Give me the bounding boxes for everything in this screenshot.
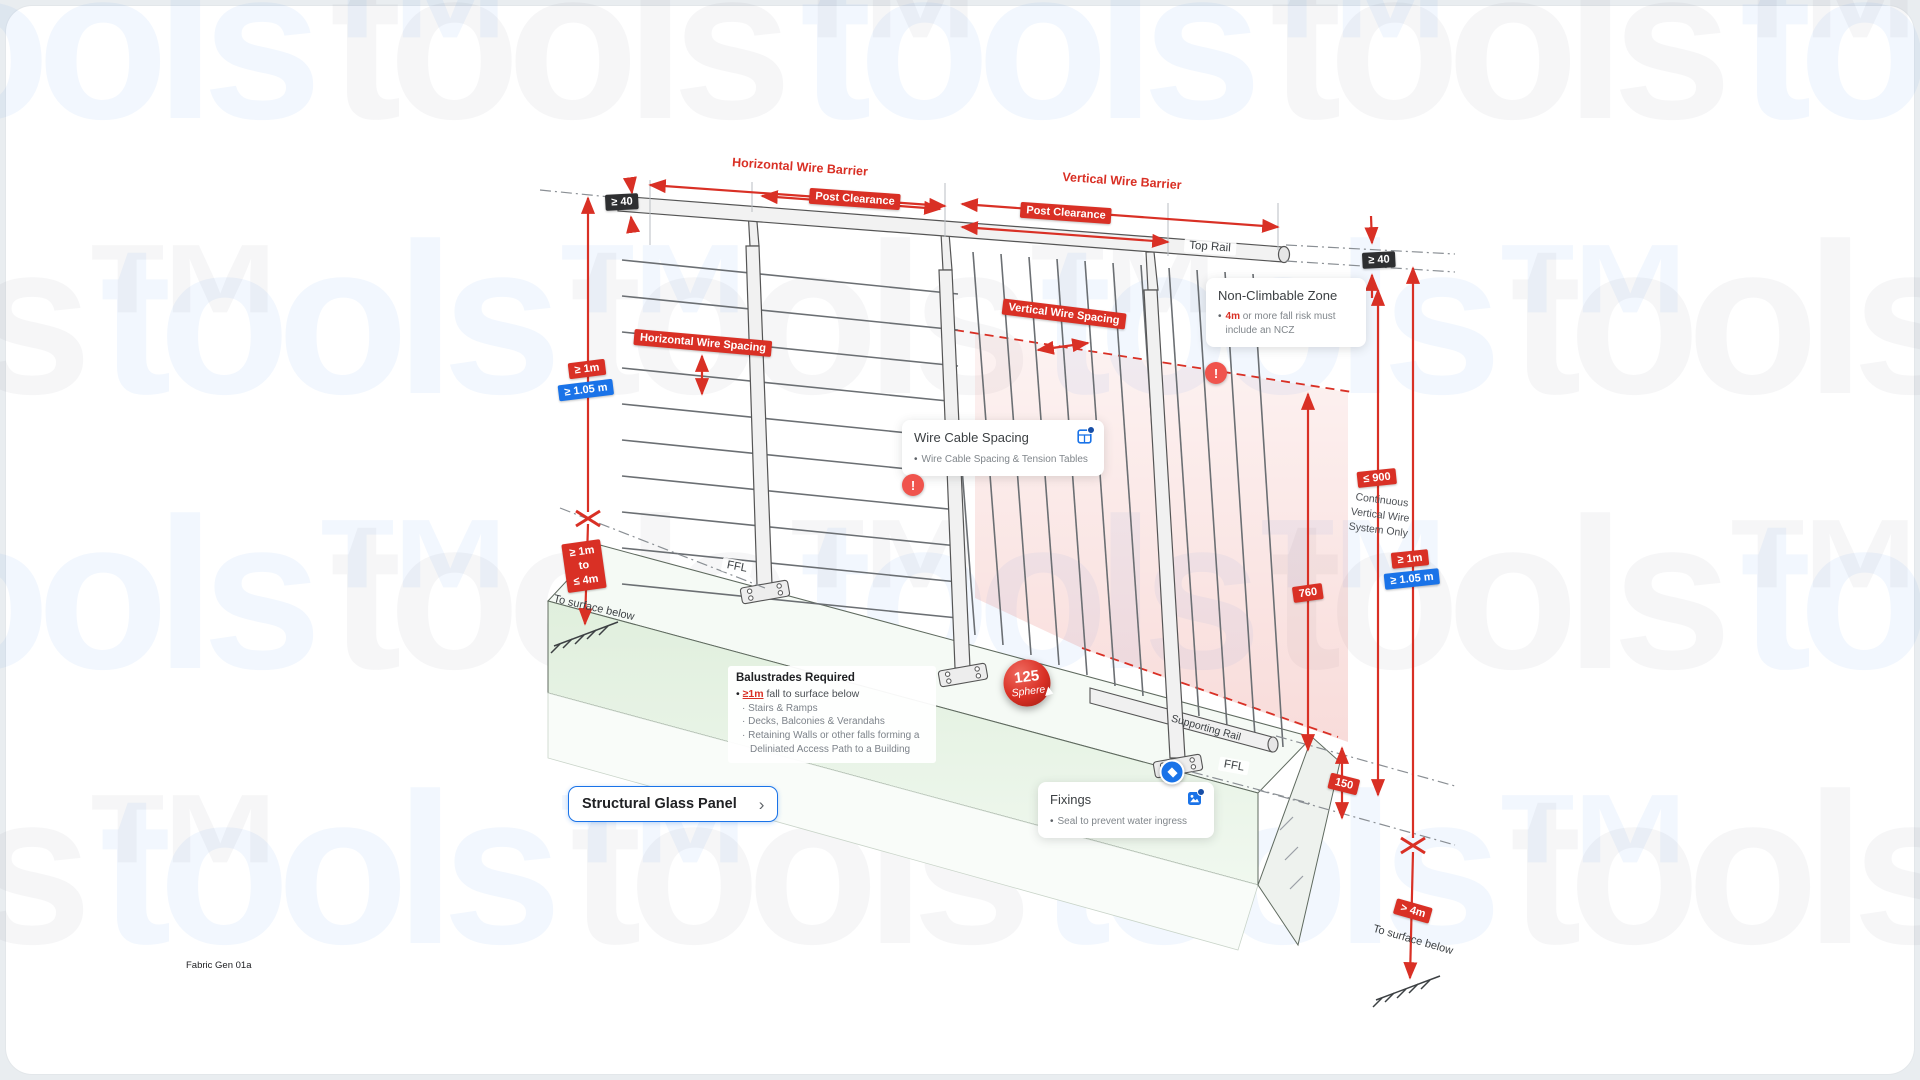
watermark-text: tools™ xyxy=(1510,748,1920,989)
end-face-marks xyxy=(1279,816,1304,890)
horizontal-wire-spacing-label: Horizontal Wire Spacing xyxy=(633,328,773,358)
ffl-right-label: FFL xyxy=(1217,756,1251,776)
ground-hatch-right xyxy=(1372,975,1441,1008)
post-clearance-right-label: Post Clearance xyxy=(1019,201,1113,225)
wire-cable-spacing-card[interactable]: Wire Cable Spacing Wire Cable Spacing & … xyxy=(902,420,1104,476)
watermark-text: tools™ xyxy=(1510,198,1920,439)
non-climbable-zone-card[interactable]: Non-Climbable Zone 4m or more fall risk … xyxy=(1206,278,1366,347)
min-1m-right-badge: ≥ 1m xyxy=(1390,549,1430,569)
cube-icon xyxy=(1166,766,1178,778)
min-1m-left-badge: ≥ 1m xyxy=(567,358,607,380)
max-900-badge: ≤ 900 xyxy=(1356,467,1398,489)
notification-dot xyxy=(1087,426,1095,434)
top-rail-label: Top Rail xyxy=(1183,238,1237,256)
diagram-reference-footnote: Fabric Gen 01a xyxy=(186,960,252,971)
min-40-right-badge: ≥ 40 xyxy=(1361,251,1397,269)
chevron-right-icon: › xyxy=(758,794,765,814)
ground-hatch-left xyxy=(550,621,619,654)
sphere-125-marker[interactable]: 125 Sphere xyxy=(1003,659,1055,707)
supporting-rail-label: Supporting Rail xyxy=(1169,712,1243,744)
wire-cable-spacing-bullet: Wire Cable Spacing & Tension Tables xyxy=(914,453,1092,467)
structural-glass-panel-label: Structural Glass Panel xyxy=(582,796,737,812)
min-1-05m-right-badge: ≥ 1.05 m xyxy=(1383,568,1441,590)
balustrades-bullet-rest: fall to surface below xyxy=(763,688,860,700)
balustrades-1m-highlight: ≥1m xyxy=(742,688,764,700)
sphere-text: 125 Sphere xyxy=(1009,667,1046,700)
notification-dot xyxy=(1197,788,1205,796)
watermark-text: tools™ xyxy=(1270,0,1920,164)
fixings-title: Fixings xyxy=(1050,792,1092,807)
warning-exclamation-marker-right[interactable]: ! xyxy=(1205,362,1227,384)
non-climbable-zone-bullet: 4m or more fall risk must include an NCZ xyxy=(1218,310,1354,338)
vertical-wire-spacing-label: Vertical Wire Spacing xyxy=(1001,298,1127,330)
fixings-bullet-text: Seal to prevent water ingress xyxy=(1057,816,1188,827)
exclamation-glyph: ! xyxy=(910,477,916,493)
min-1-05m-left-badge: ≥ 1.05 m xyxy=(557,378,615,402)
watermark-text: tools™ xyxy=(800,0,1464,164)
sphere-pointer xyxy=(1045,686,1055,699)
balustrades-sub-item: Stairs & Ramps xyxy=(736,702,928,716)
vertical-wire-barrier-label: Vertical Wire Barrier xyxy=(1061,169,1183,193)
balustrades-required-block: Balustrades Required ≥1m fall to surface… xyxy=(728,666,936,763)
balustrades-main-bullet: ≥1m fall to surface below xyxy=(736,687,928,702)
wire-cable-spacing-title: Wire Cable Spacing xyxy=(914,430,1029,445)
ffl-left-label: FFL xyxy=(720,557,754,577)
fixings-card[interactable]: Fixings Seal to prevent water ingress xyxy=(1038,782,1214,838)
non-climbable-zone-title: Non-Climbable Zone xyxy=(1218,288,1338,303)
fall-range-min: ≥ 1m xyxy=(568,544,596,560)
dimension-break-marks xyxy=(575,509,1426,855)
balustrades-sub-item: Decks, Balconies & Verandahs xyxy=(736,715,928,729)
warning-exclamation-marker-left[interactable]: ! xyxy=(902,474,924,496)
fixings-bullet: Seal to prevent water ingress xyxy=(1050,815,1202,829)
structural-glass-panel-button[interactable]: Structural Glass Panel › xyxy=(568,786,779,822)
horizontal-wire-barrier-label: Horizontal Wire Barrier xyxy=(731,155,869,179)
min-40-left-badge: ≥ 40 xyxy=(604,193,640,211)
exclamation-glyph: ! xyxy=(1213,365,1219,381)
over-4m-badge: > 4m xyxy=(1392,898,1434,924)
fixing-point-marker[interactable] xyxy=(1159,759,1185,785)
watermark-text: tools™ xyxy=(0,748,294,989)
balustrades-required-title: Balustrades Required xyxy=(736,672,855,684)
watermark-text: tools™ xyxy=(100,198,764,439)
balustrades-sub-item: Retaining Walls or other falls forming a… xyxy=(736,729,928,757)
ncz-height-760-badge: 760 xyxy=(1291,582,1325,604)
ncz-bullet-rest: or more fall risk must include an NCZ xyxy=(1225,310,1336,336)
non-climbable-zone-bullet-text: 4m or more fall risk must include an NCZ xyxy=(1226,310,1354,338)
watermark-text: tools™ xyxy=(0,198,294,439)
watermark-text: tools™ xyxy=(330,0,994,164)
watermark-text: tools™ xyxy=(0,473,524,714)
ncz-4m-highlight: 4m xyxy=(1225,310,1240,322)
rail-gap-150-badge: 150 xyxy=(1327,772,1361,796)
to-surface-below-right-label: To surface below xyxy=(1371,922,1455,958)
table-icon[interactable] xyxy=(1077,426,1095,449)
wire-cable-spacing-bullet-text: Wire Cable Spacing & Tension Tables xyxy=(921,454,1088,465)
watermark-text: tools™ xyxy=(0,0,524,164)
to-surface-below-left-label: To surface below xyxy=(552,592,636,624)
post-clearance-left-label: Post Clearance xyxy=(808,187,902,211)
fall-range-to: to xyxy=(577,559,590,573)
image-icon[interactable] xyxy=(1187,788,1205,811)
watermark-text: tools™ xyxy=(1740,0,1920,164)
fall-range-max: ≤ 4m xyxy=(572,572,600,588)
watermark-text: tools™ xyxy=(1740,473,1920,714)
sphere-label: Sphere xyxy=(1010,683,1046,700)
